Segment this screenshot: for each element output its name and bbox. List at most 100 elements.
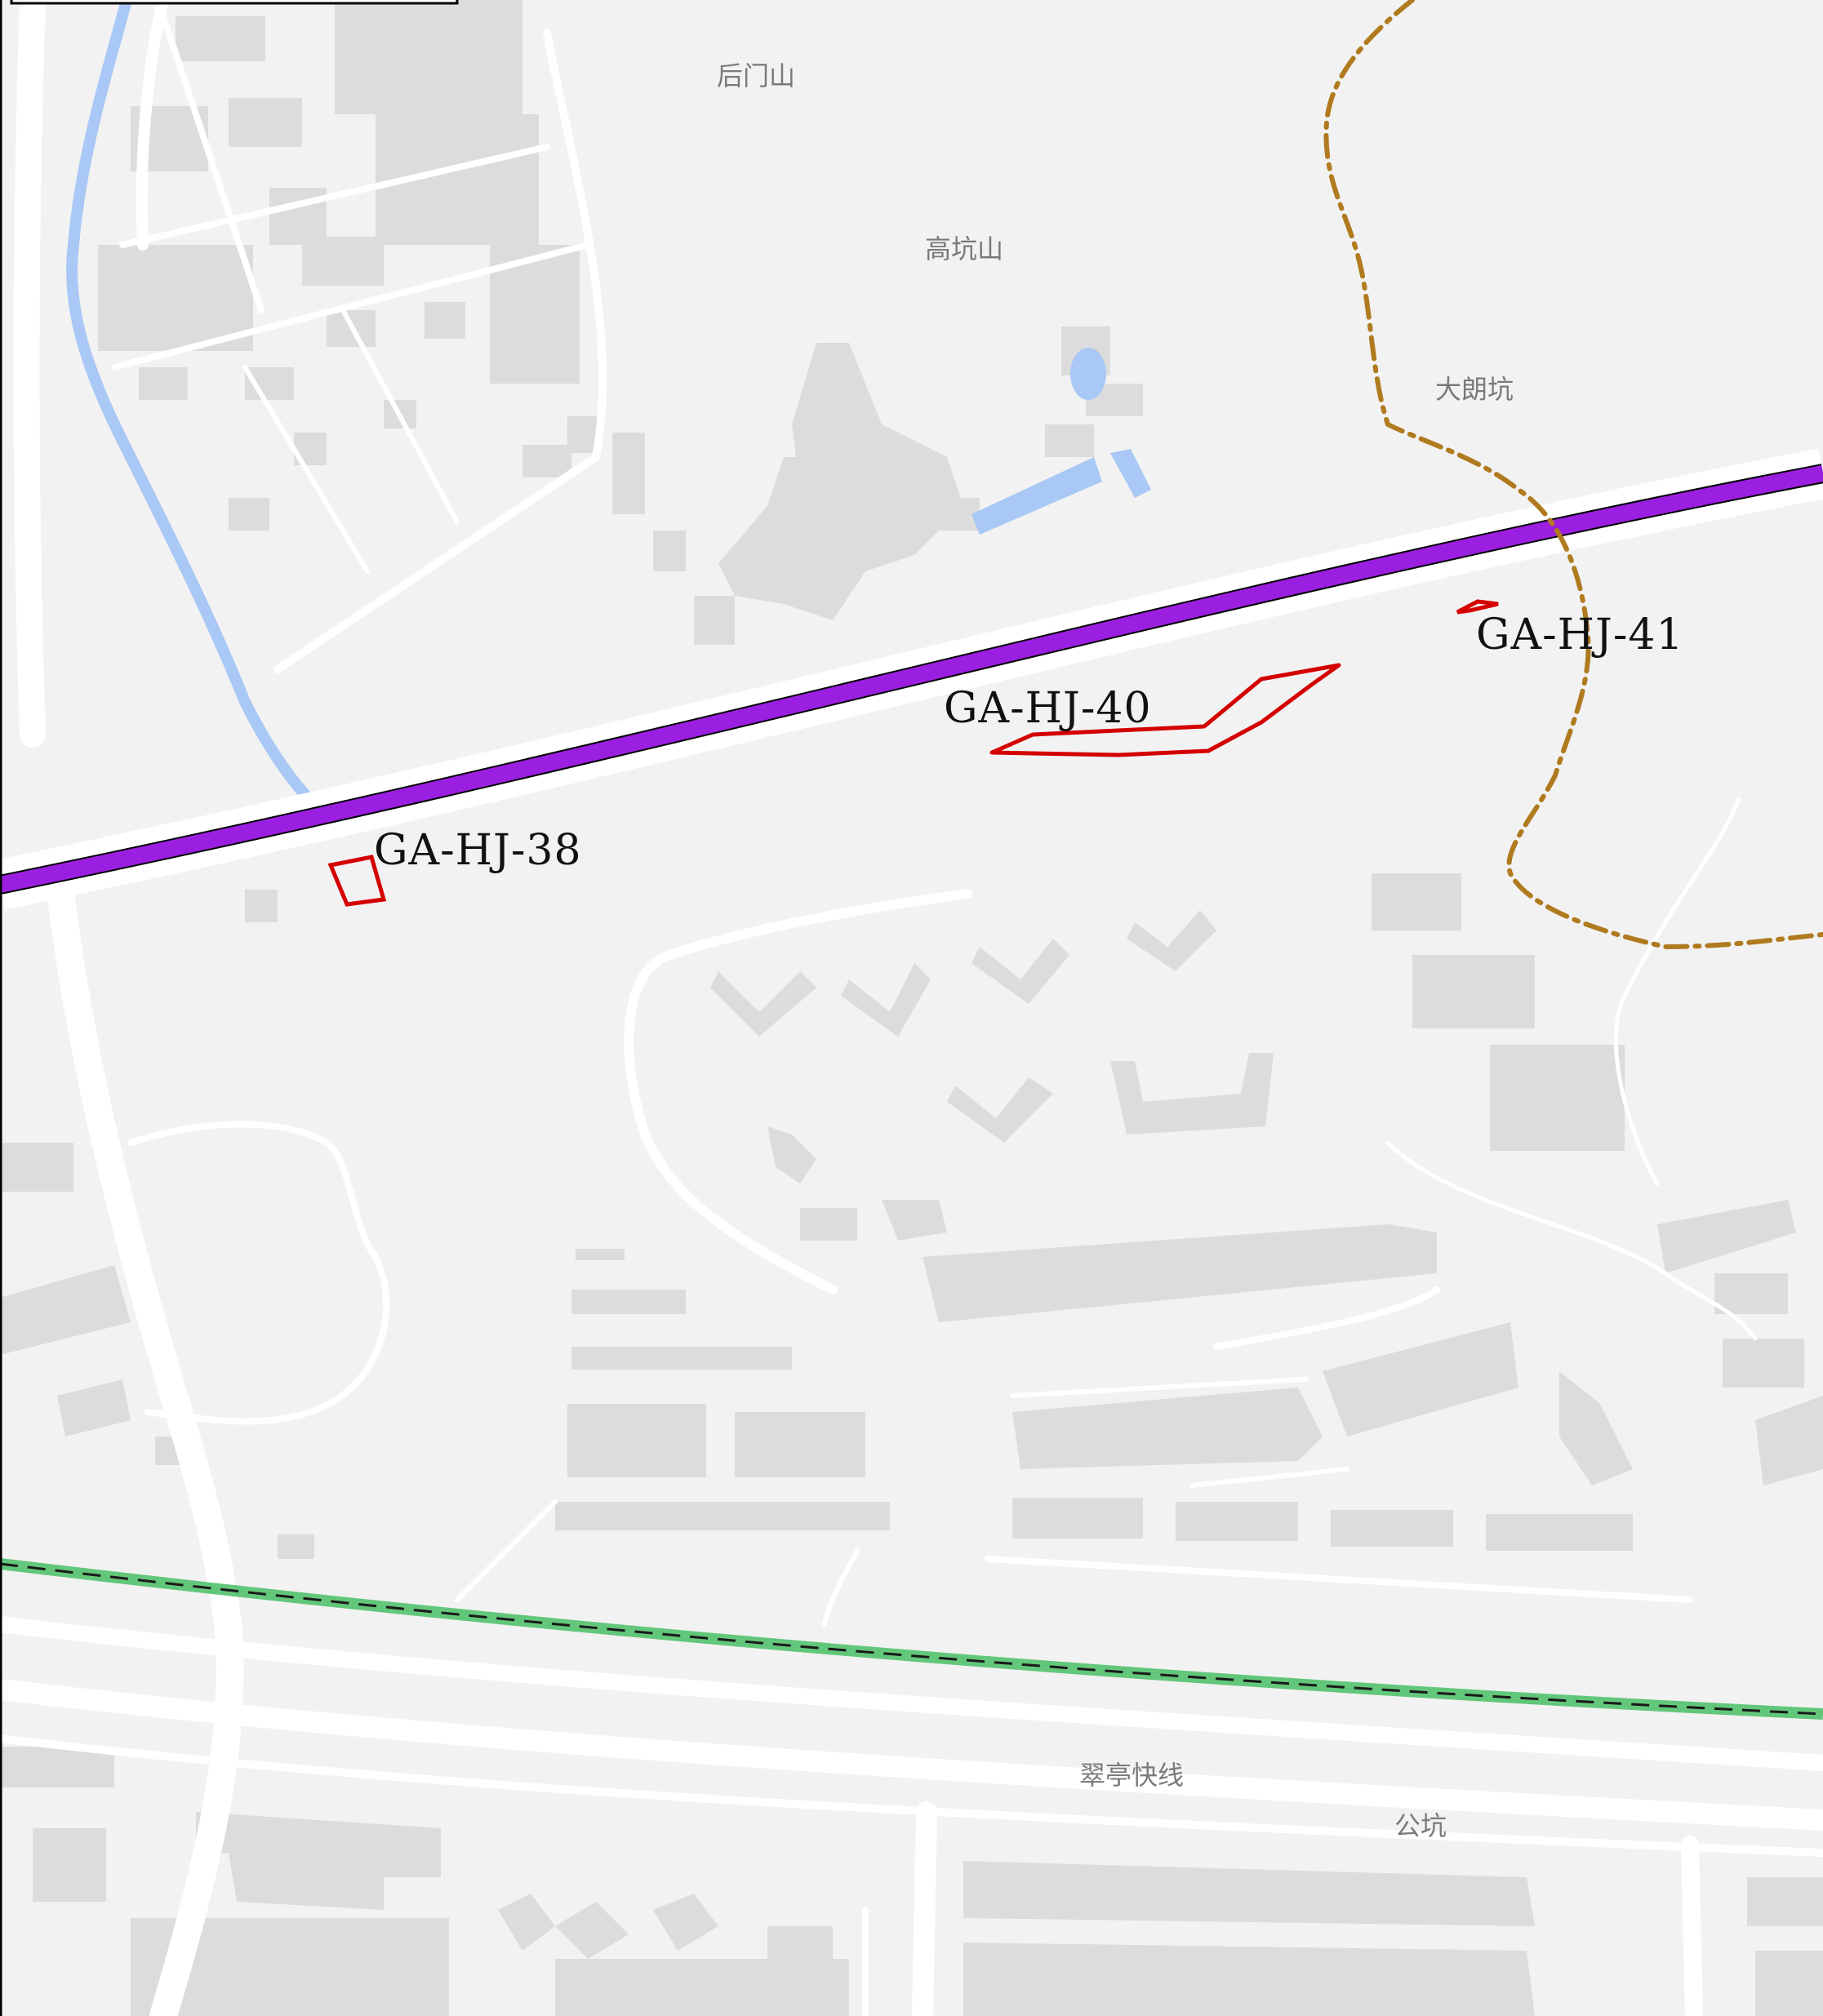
road (1613, 797, 1741, 1186)
building (1755, 1951, 1823, 2016)
road (455, 1499, 558, 1602)
road (1213, 1286, 1440, 1350)
road (1189, 1467, 1349, 1488)
building (800, 1208, 857, 1241)
building (1012, 1388, 1323, 1469)
building (1110, 1053, 1274, 1135)
place-label-cuiting-expressway: 翠亭快线 (1079, 1760, 1185, 1791)
highway (0, 448, 1823, 910)
building (1127, 910, 1216, 971)
pond (1070, 348, 1106, 400)
building (1486, 1514, 1633, 1551)
building (498, 1894, 555, 1951)
building (555, 1502, 890, 1530)
building (555, 1902, 629, 1959)
water-layer (66, 0, 1151, 806)
highway-line (0, 465, 1823, 893)
building (1012, 1498, 1143, 1539)
road (242, 365, 370, 574)
building (1176, 1502, 1298, 1541)
building (196, 1812, 441, 1910)
building (1490, 1045, 1625, 1151)
building (1723, 1339, 1804, 1388)
parcel-label-38[interactable]: GA-HJ-38 (374, 826, 582, 875)
building (278, 1534, 314, 1559)
building (33, 1828, 106, 1902)
rail-line-dash (0, 1562, 1823, 1716)
road (160, 13, 265, 313)
place-label-houmenshan: 后门山 (717, 60, 796, 91)
stream (66, 0, 316, 806)
building (522, 445, 571, 477)
road (1010, 1377, 1309, 1398)
building (1755, 1396, 1823, 1485)
building (694, 596, 735, 645)
building (0, 1265, 131, 1355)
building (1412, 955, 1535, 1028)
parcel-outline-38[interactable] (327, 855, 387, 907)
building (1331, 1510, 1453, 1547)
building (963, 1861, 1535, 1926)
building (139, 367, 188, 400)
road (912, 1801, 937, 2016)
building (1045, 424, 1094, 457)
district-boundary (1323, 0, 1823, 950)
road (0, 1734, 1823, 1857)
parcel-outline-41[interactable] (1456, 599, 1499, 615)
building (882, 1200, 947, 1241)
building (767, 1126, 816, 1183)
building (576, 1249, 625, 1260)
building (98, 245, 253, 351)
building (302, 237, 384, 286)
parcel-label-40[interactable]: GA-HJ-40 (944, 684, 1152, 733)
building (718, 457, 906, 604)
road (111, 242, 591, 371)
road (0, 1679, 1823, 1831)
parcel-outline-40[interactable] (989, 663, 1341, 757)
road (624, 889, 972, 1294)
building (0, 1747, 114, 1787)
rail-line (0, 1558, 1823, 1720)
building (0, 1143, 73, 1192)
building (571, 1290, 686, 1314)
building (1559, 1371, 1633, 1485)
pond (972, 457, 1102, 535)
building (841, 963, 931, 1037)
building (335, 0, 522, 114)
building (972, 939, 1069, 1004)
road (127, 1121, 389, 1425)
building (229, 98, 302, 147)
pond (1110, 449, 1151, 498)
road (119, 144, 550, 248)
road (13, 0, 46, 748)
building (1657, 1200, 1796, 1273)
building (1714, 1273, 1788, 1314)
building (710, 971, 816, 1037)
building (555, 1959, 849, 2016)
building (245, 890, 278, 922)
road (0, 1616, 1823, 1771)
parcel-label-41[interactable]: GA-HJ-41 (1476, 611, 1684, 659)
building (229, 498, 269, 531)
building (963, 1943, 1535, 2016)
road (1385, 1140, 1758, 1341)
building (425, 302, 465, 339)
road (822, 1548, 860, 1627)
building (57, 1379, 131, 1437)
road (47, 884, 244, 2016)
road (273, 29, 607, 673)
road (1681, 1836, 1703, 2016)
building (269, 188, 327, 245)
legend-box-edge (10, 0, 459, 5)
place-label-gaokengshan: 高坑山 (925, 233, 1004, 264)
building (653, 531, 686, 571)
building (571, 1347, 792, 1370)
building (923, 1224, 1437, 1322)
building (947, 1077, 1053, 1143)
building (612, 433, 645, 514)
road (985, 1556, 1693, 1603)
